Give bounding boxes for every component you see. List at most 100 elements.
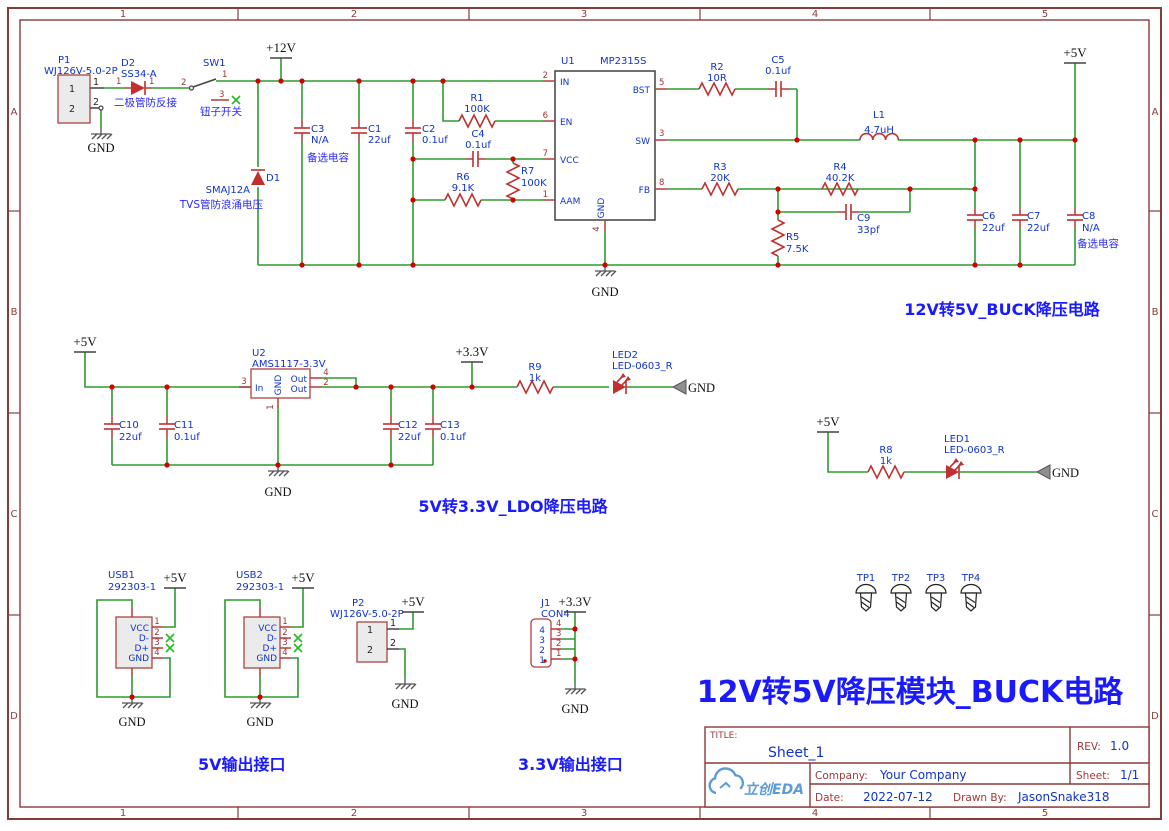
component-j1[interactable]: J1 CON4 4 3 2 1 4 3 2 1 bbox=[530, 598, 576, 683]
component-r6[interactable]: R6 9.1K bbox=[444, 172, 482, 207]
component-r8[interactable]: R8 1k bbox=[867, 445, 905, 479]
u2-pin-gnd-num: 1 bbox=[266, 404, 276, 409]
c12-value: 22uf bbox=[398, 432, 421, 443]
component-led1[interactable]: LED1 LED-0603_R bbox=[944, 434, 1005, 480]
p1-pin1-name: 1 bbox=[69, 84, 75, 95]
component-c3[interactable]: C3 N/A 备选电容 bbox=[293, 120, 349, 164]
component-c9[interactable]: C9 33pf bbox=[838, 203, 880, 236]
u2-pin-in-num: 3 bbox=[241, 377, 246, 387]
component-r3[interactable]: R3 20K bbox=[701, 162, 739, 196]
component-c10[interactable]: C10 22uf bbox=[103, 416, 142, 443]
power-flag-5v-led1[interactable]: +5V bbox=[816, 414, 840, 433]
gnd-label: GND bbox=[264, 485, 291, 499]
zone-col: 3 bbox=[581, 808, 587, 819]
u1-pin-fb-num: 8 bbox=[659, 178, 664, 188]
gnd-symbol-u2[interactable]: GND bbox=[264, 464, 292, 499]
gnd-symbol-j1[interactable]: GND bbox=[561, 682, 589, 716]
component-c4[interactable]: C4 0.1uf bbox=[465, 129, 491, 168]
power-flag-3v3-ldo[interactable]: +3.3V bbox=[456, 344, 490, 363]
gnd-symbol-usb1[interactable]: GND bbox=[118, 696, 146, 729]
p5v-label: +5V bbox=[1063, 45, 1087, 60]
power-flag-5v-usb1[interactable]: +5V bbox=[163, 570, 187, 589]
component-p2[interactable]: P2 WJ126V-5.0-2P 1 2 1 2 bbox=[330, 598, 414, 678]
c10-value: 22uf bbox=[119, 432, 142, 443]
r8-ref: R8 bbox=[879, 445, 892, 456]
buck-net-wires[interactable] bbox=[100, 58, 1076, 266]
tp4-ref: TP4 bbox=[961, 573, 981, 584]
u1-pin-sw: SW bbox=[635, 137, 650, 147]
zone-col: 5 bbox=[1042, 808, 1048, 819]
component-c7[interactable]: C7 22uf bbox=[1011, 207, 1050, 234]
power-flag-5v-buck[interactable]: +5V bbox=[1063, 45, 1087, 64]
r8-value: 1k bbox=[880, 456, 892, 467]
component-d2[interactable]: D2 SS34-A 1 1 二极管防反接 bbox=[114, 58, 189, 109]
p1-value: WJ126V-5.0-2P bbox=[44, 66, 118, 77]
c13-ref: C13 bbox=[440, 420, 460, 431]
p5v-label: +5V bbox=[163, 570, 187, 585]
j1-value: CON4 bbox=[541, 609, 570, 620]
component-tp1[interactable]: TP1 bbox=[855, 573, 877, 612]
c12-ref: C12 bbox=[398, 420, 418, 431]
usb1-pin-gnd: GND bbox=[128, 654, 149, 664]
component-c11[interactable]: C11 0.1uf bbox=[158, 416, 200, 443]
component-d1[interactable]: D1 SMAJ12A TVS管防浪涌电压 bbox=[179, 169, 280, 211]
power-flag-12v[interactable]: +12V bbox=[266, 40, 296, 59]
component-c6[interactable]: C6 22uf bbox=[966, 207, 1005, 234]
ldo-net-wires[interactable] bbox=[84, 352, 673, 466]
company-value: Your Company bbox=[879, 768, 967, 782]
component-tp2[interactable]: TP2 bbox=[890, 573, 912, 612]
p5v-label: +5V bbox=[816, 414, 840, 429]
junction-dots bbox=[109, 78, 1078, 700]
zone-row: B bbox=[11, 307, 18, 318]
j1-num2: 2 bbox=[556, 639, 561, 649]
component-r2[interactable]: R2 10R bbox=[698, 62, 736, 96]
component-tp3[interactable]: TP3 bbox=[925, 573, 947, 612]
gnd-flag-led1[interactable]: GND bbox=[1036, 464, 1079, 480]
component-led2[interactable]: LED2 LED-0603_R bbox=[612, 350, 673, 395]
component-c1[interactable]: C1 22uf bbox=[350, 120, 391, 146]
title-block[interactable]: TITLE: Sheet_1 REV: 1.0 Company: Your Co… bbox=[704, 726, 1150, 808]
p5v-label: +5V bbox=[401, 594, 425, 609]
zone-row: B bbox=[1152, 307, 1159, 318]
component-u1[interactable]: U1 MP2315S IN EN VCC AAM BST SW FB GND 2… bbox=[543, 56, 667, 232]
component-c8[interactable]: C8 N/A 备选电容 bbox=[1066, 207, 1119, 250]
component-tp4[interactable]: TP4 bbox=[960, 573, 982, 612]
gnd-symbol-p1[interactable]: GND bbox=[87, 127, 115, 155]
component-l1[interactable]: L1 4.7uH bbox=[859, 110, 900, 141]
r5-ref: R5 bbox=[786, 232, 799, 243]
gnd-label: GND bbox=[391, 697, 418, 711]
usb1-num3: 3 bbox=[154, 638, 159, 648]
gnd-flag-led2[interactable]: GND bbox=[672, 379, 715, 395]
component-usb1[interactable]: USB1 292303-1 VCC D- D+ GND 1 2 3 4 bbox=[96, 570, 176, 698]
component-usb2[interactable]: USB2 292303-1 VCC D- D+ GND 1 2 3 4 bbox=[224, 570, 304, 698]
u2-ref: U2 bbox=[252, 348, 266, 359]
component-r5[interactable]: R5 7.5K bbox=[771, 219, 809, 257]
date-value: 2022-07-12 bbox=[863, 790, 933, 804]
usb2-value: 292303-1 bbox=[236, 582, 284, 593]
component-r4[interactable]: R4 40.2K bbox=[821, 162, 859, 196]
component-r7[interactable]: R7 100K bbox=[506, 162, 547, 200]
component-c13[interactable]: C13 0.1uf bbox=[424, 416, 466, 443]
led1-net-wires[interactable] bbox=[827, 432, 1037, 473]
component-r9[interactable]: R9 1k bbox=[516, 362, 554, 394]
component-p1[interactable]: P1 WJ126V-5.0-2P 1 2 1 2 bbox=[44, 55, 125, 124]
gnd-symbol-usb2[interactable]: GND bbox=[246, 696, 274, 729]
power-flag-5v-ldo[interactable]: +5V bbox=[73, 334, 97, 353]
gnd-symbol-u1[interactable]: GND bbox=[591, 264, 619, 299]
u1-pin-gnd-num: 4 bbox=[592, 226, 602, 231]
component-u2[interactable]: U2 AMS1117-3.3V In GND Out Out 3 1 4 2 bbox=[239, 348, 329, 410]
u1-pin-gnd: GND bbox=[597, 198, 607, 219]
power-flag-5v-p2[interactable]: +5V bbox=[401, 594, 425, 613]
component-c12[interactable]: C12 22uf bbox=[382, 416, 421, 443]
gnd-symbol-p2[interactable]: GND bbox=[391, 677, 419, 711]
u1-pin-vcc-num: 7 bbox=[543, 149, 548, 159]
component-r1[interactable]: R1 100K bbox=[458, 93, 496, 128]
component-c2[interactable]: C2 0.1uf bbox=[404, 120, 448, 146]
screw-icon bbox=[890, 583, 912, 612]
power-flag-3v3-j1[interactable]: +3.3V bbox=[559, 594, 593, 613]
power-flag-5v-usb2[interactable]: +5V bbox=[291, 570, 315, 589]
component-sw1[interactable]: SW1 1 2 3 钮子开关 bbox=[181, 58, 242, 118]
j1-num3: 3 bbox=[556, 629, 561, 639]
component-c5[interactable]: C5 0.1uf bbox=[765, 55, 791, 98]
